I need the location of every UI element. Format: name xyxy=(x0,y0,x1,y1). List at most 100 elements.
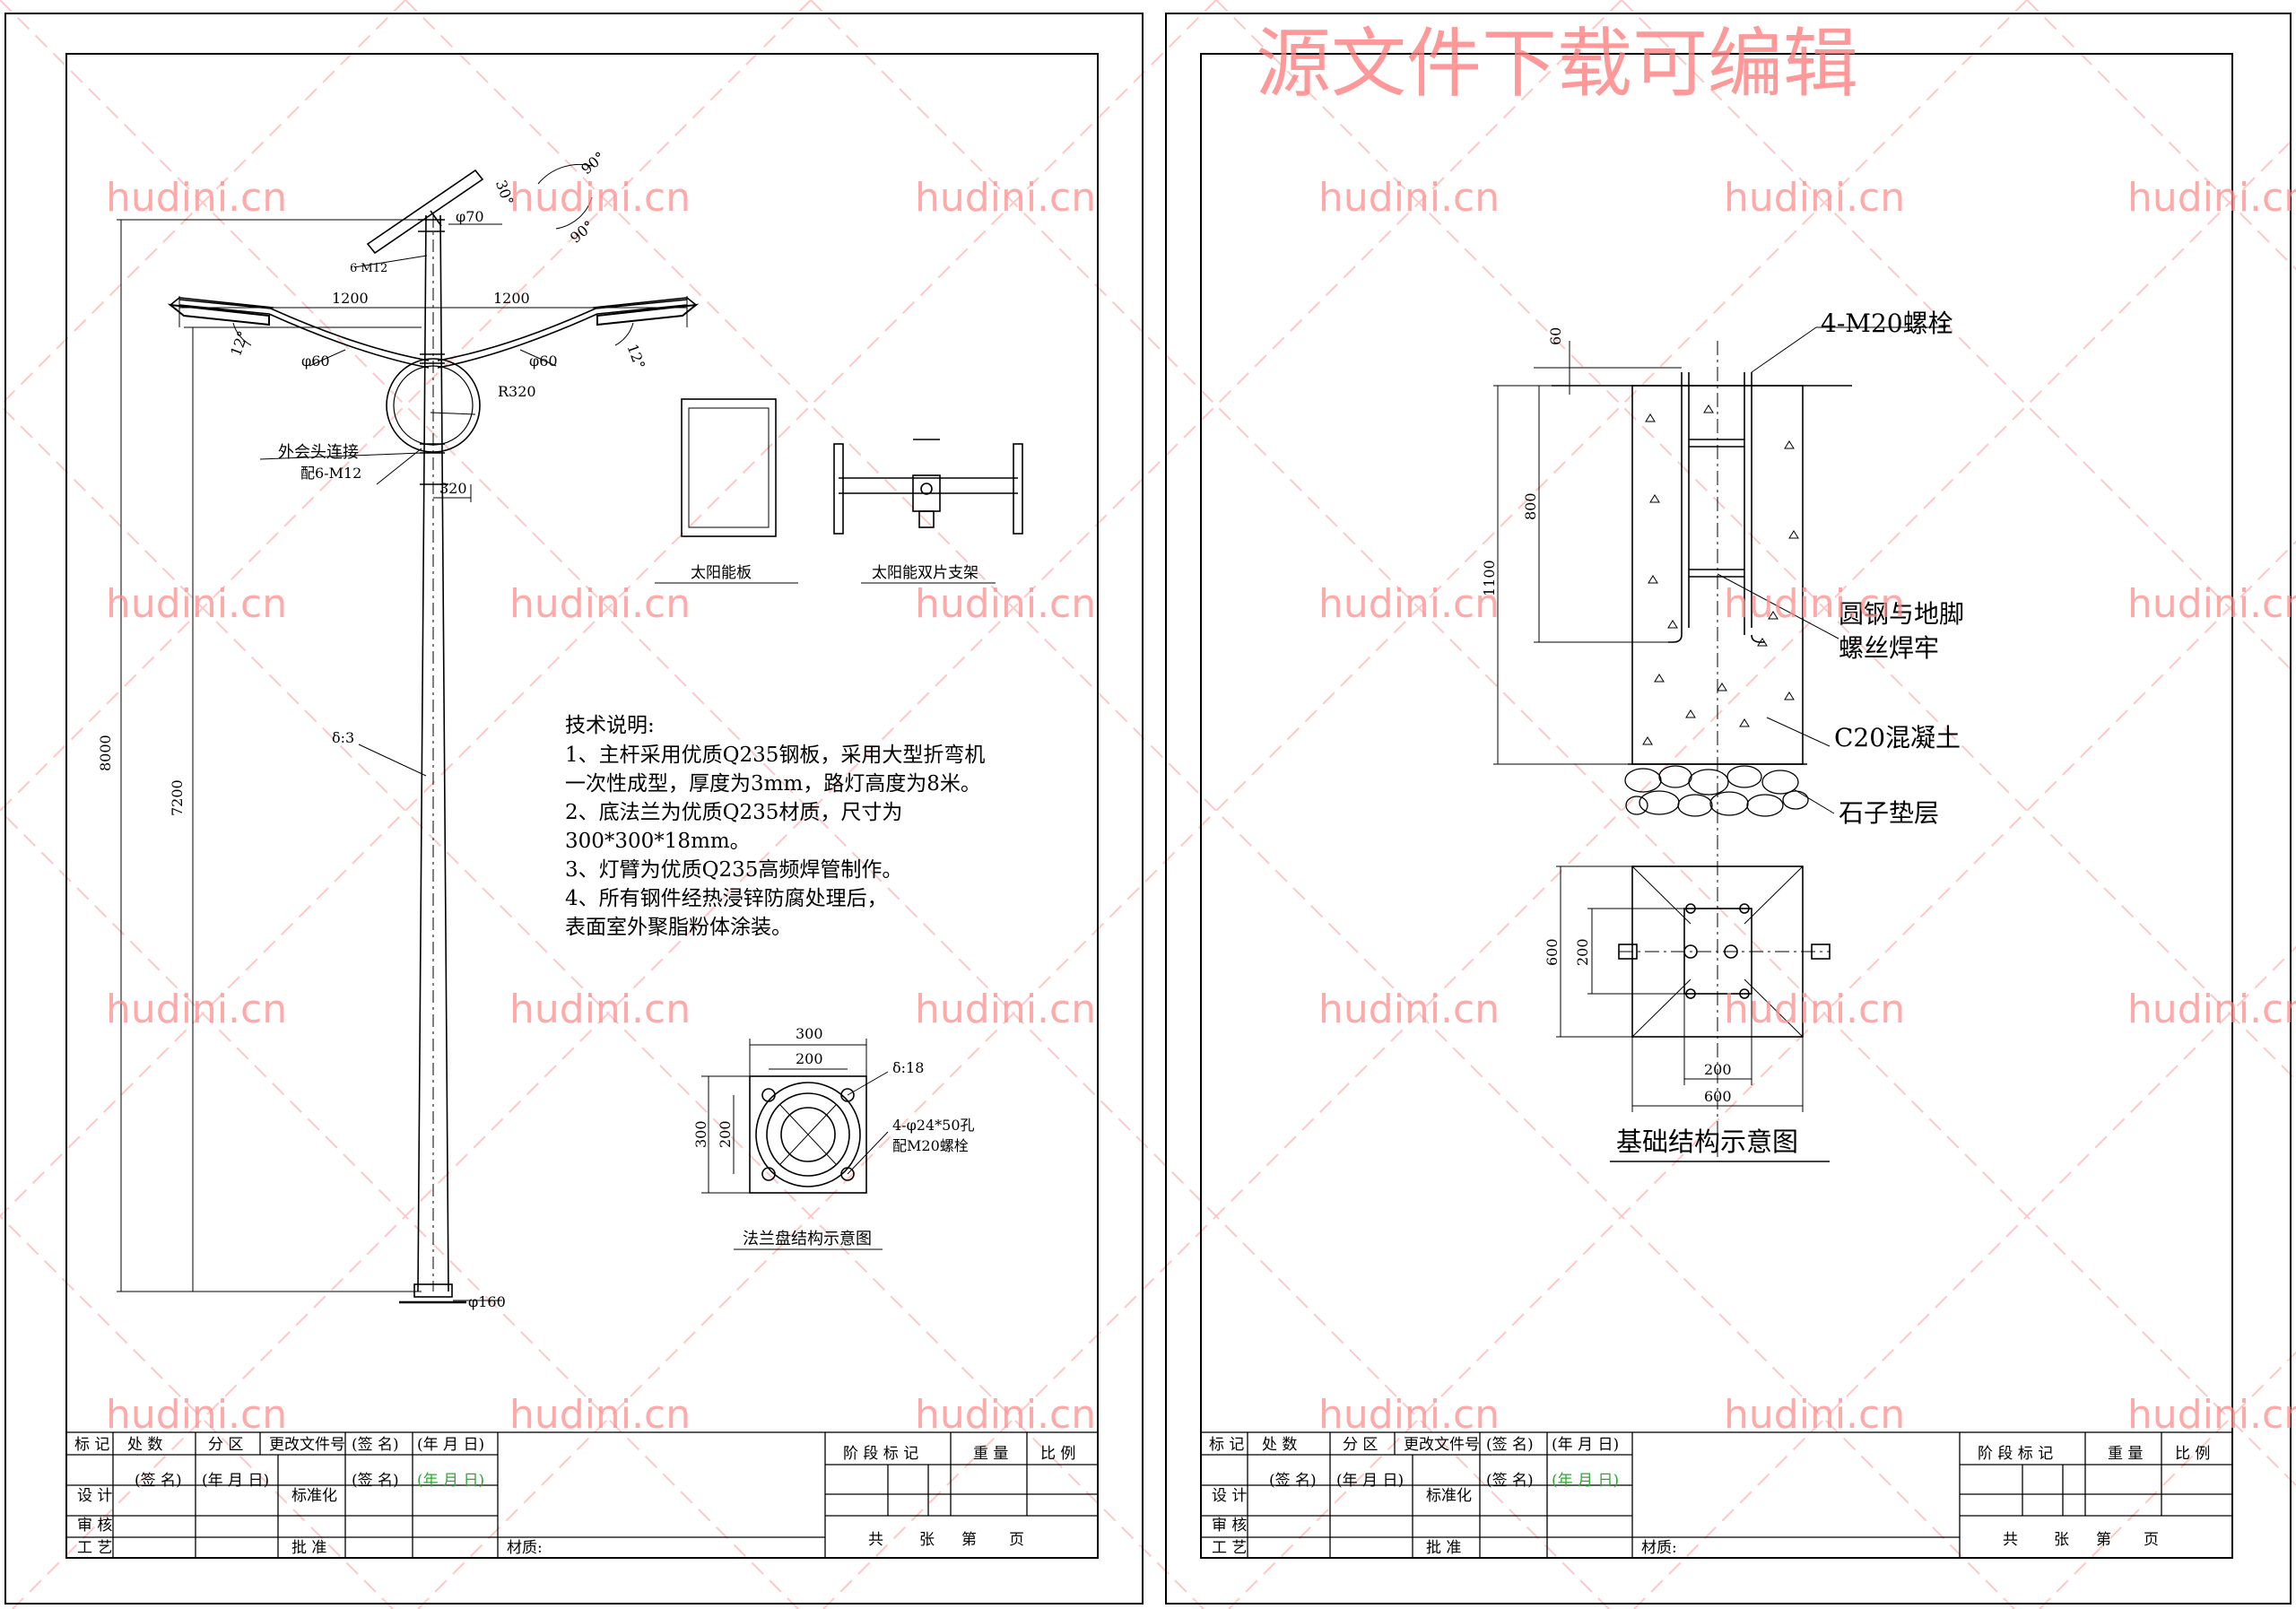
solar-bracket-detail xyxy=(833,439,1023,584)
tb-approve: 批 准 xyxy=(291,1539,326,1557)
watermark-banner: 源文件下载可编辑 xyxy=(1256,20,1858,108)
tb-r-date: (年 月 日) xyxy=(1552,1436,1619,1454)
gravel-stone xyxy=(1726,765,1762,788)
watermark-site-text: hudini.cn xyxy=(1724,987,1905,1032)
tb-count: 处 数 xyxy=(127,1436,162,1454)
tb-r-mark: 标 记 xyxy=(1209,1436,1244,1454)
tb-page-no: 第 xyxy=(961,1531,977,1549)
watermark-site-text: hudini.cn xyxy=(1318,987,1500,1032)
tb-standard-sign: (签 名) xyxy=(352,1472,399,1490)
gravel-bed xyxy=(1624,765,1809,817)
watermark-line xyxy=(810,0,2296,1487)
flange-dim-300-top: 300 xyxy=(796,1025,823,1042)
watermark-site-text: hudini.cn xyxy=(915,175,1096,221)
watermark-line xyxy=(1633,945,2296,1609)
tech-note-line-3: 2、底法兰为优质Q235材质，尺寸为 xyxy=(565,801,902,824)
tb-r-stage-mark: 阶 段 标 记 xyxy=(1978,1445,2053,1463)
tb-r-review: 审 核 xyxy=(1212,1517,1247,1535)
watermark-site-text: hudini.cn xyxy=(2127,175,2296,221)
watermark-line xyxy=(0,809,799,1609)
tb-date: (年 月 日) xyxy=(417,1436,484,1454)
tb-r-page-no: 第 xyxy=(2096,1531,2111,1549)
arm-left-length-label: 1200 xyxy=(332,290,369,307)
tb-design-sign: (签 名) xyxy=(135,1472,182,1490)
watermark-site-text: hudini.cn xyxy=(509,987,691,1032)
dim-1100-label: 1100 xyxy=(1481,560,1498,596)
aggregate-mark xyxy=(1648,575,1658,584)
tb-r-sign: (签 名) xyxy=(1486,1436,1534,1454)
tb-design: 设 计 xyxy=(77,1487,112,1505)
watermark-line xyxy=(2026,0,2296,271)
plan-600-bottom: 600 xyxy=(1704,1088,1732,1105)
solar-bracket-caption: 太阳能双片支架 xyxy=(872,564,978,582)
tech-note-line-6: 4、所有钢件经热浸锌防腐处理后， xyxy=(565,887,888,910)
tb-r-sheets: 张 xyxy=(2054,1531,2069,1549)
aggregate-mark xyxy=(1667,620,1678,629)
gravel-stone xyxy=(1677,794,1713,817)
watermark-line xyxy=(822,135,2296,1609)
watermark-line xyxy=(404,0,2015,1609)
pole-elevation xyxy=(117,163,700,1304)
tb-r-design: 设 计 xyxy=(1212,1487,1247,1505)
weld-note-line-2: 螺丝焊牢 xyxy=(1839,633,1939,663)
tb-r-standard-sign: (签 名) xyxy=(1486,1472,1534,1490)
watermark-site-text: hudini.cn xyxy=(1318,1392,1500,1438)
tb-standard: 标准化 xyxy=(291,1487,337,1505)
aggregate-mark xyxy=(1768,611,1779,620)
flange-dim-300-side: 300 xyxy=(692,1120,709,1148)
aggregate-mark xyxy=(1784,691,1795,700)
aggregate-mark xyxy=(1717,683,1727,691)
gravel-stone xyxy=(1658,765,1692,788)
tb-mark: 标 记 xyxy=(74,1436,109,1454)
concrete-aggregate-marks xyxy=(1642,404,1799,745)
tb-page: 页 xyxy=(1009,1531,1024,1549)
height-light-label: 7200 xyxy=(169,779,186,816)
watermark-line xyxy=(1621,0,2296,676)
gravel-stone xyxy=(1782,790,1809,810)
watermark-site-text: hudini.cn xyxy=(915,987,1096,1032)
offset-label: 320 xyxy=(439,480,467,497)
aggregate-mark xyxy=(1645,413,1656,422)
aggregate-mark xyxy=(1642,736,1653,745)
foundation-plan-labels: 600 200 200 600 基础结构示意图 xyxy=(1544,938,1798,1157)
pole-thickness-label: δ:3 xyxy=(332,729,354,746)
aggregate-mark xyxy=(1784,440,1795,449)
tb-zone: 分 区 xyxy=(208,1436,243,1454)
gravel-stone xyxy=(1625,796,1648,815)
watermark-site-text: hudini.cn xyxy=(1318,175,1500,221)
watermark-line xyxy=(1215,0,2296,1082)
watermark-site-text: hudini.cn xyxy=(106,1392,287,1438)
watermark-line xyxy=(1228,540,2296,1609)
arm-connect-bolts: 配6-M12 xyxy=(300,465,361,482)
watermark-line xyxy=(0,404,1205,1609)
pole-top-bolts-label: 6 M12 xyxy=(350,262,387,275)
aggregate-mark xyxy=(1654,674,1665,683)
tb-weight: 重 量 xyxy=(973,1445,1008,1463)
tb-r-material: 材质: xyxy=(1641,1539,1677,1557)
aggregate-mark xyxy=(1739,718,1750,727)
watermark-site-text: hudini.cn xyxy=(106,175,287,221)
tb-review: 审 核 xyxy=(77,1517,112,1535)
watermark-line xyxy=(0,0,1217,1218)
watermark-site-text: hudini.cn xyxy=(1724,581,1905,627)
watermark-site-text: hudini.cn xyxy=(509,581,691,627)
tb-r-weight: 重 量 xyxy=(2108,1445,2143,1463)
solar-panel-detail xyxy=(655,398,798,584)
title-block-right xyxy=(1200,1431,2233,1559)
watermark-site-text: hudini.cn xyxy=(2127,1392,2296,1438)
aggregate-mark xyxy=(1788,530,1799,539)
watermark-site-text: hudini.cn xyxy=(106,581,287,627)
watermark-line xyxy=(12,0,1622,1609)
watermark-site-text: hudini.cn xyxy=(2127,581,2296,627)
tb-design-date: (年 月 日) xyxy=(202,1472,269,1490)
tech-note-line-2: 一次性成型，厚度为3mm，路灯高度为8米。 xyxy=(565,772,981,796)
tech-notes-title: 技术说明: xyxy=(565,714,655,737)
flange-dim-200-top: 200 xyxy=(796,1050,823,1067)
gravel-stone xyxy=(1746,794,1784,817)
watermark-site-text: hudini.cn xyxy=(509,1392,691,1438)
tb-change-doc: 更改文件号 xyxy=(269,1436,345,1454)
tb-r-standard: 标准化 xyxy=(1426,1487,1472,1505)
watermark-site-text: hudini.cn xyxy=(1318,581,1500,627)
tb-material: 材质: xyxy=(507,1539,543,1557)
